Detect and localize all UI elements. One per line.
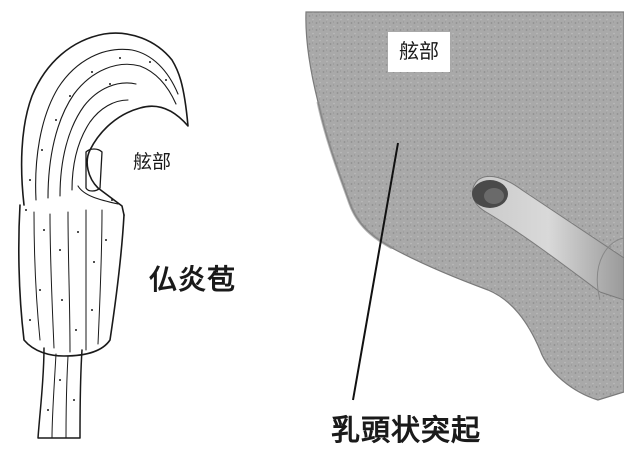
- papillae-label: 乳頭状突起: [331, 416, 481, 445]
- spathe-label: 仏炎苞: [149, 266, 236, 294]
- spathe-drawing: [19, 33, 188, 438]
- limb-label-drawing: 舷部: [133, 153, 171, 172]
- limb-tissue: [306, 12, 624, 400]
- limb-label-photo: 舷部: [388, 32, 450, 72]
- micrograph-photo: [306, 12, 624, 400]
- drawing-stipple: [25, 57, 167, 411]
